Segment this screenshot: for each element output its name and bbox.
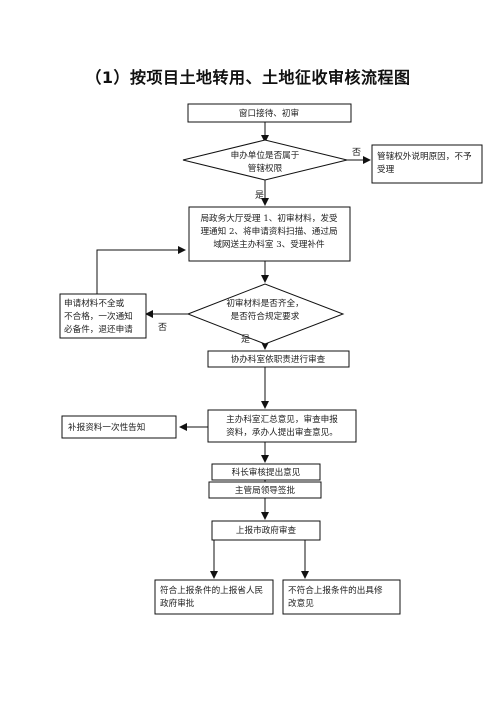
node-materials-line2: 是否符合规定要求 xyxy=(231,310,300,322)
node-materials-line1: 初审材料是否齐全， xyxy=(226,297,303,309)
node-supplement-text: 补报资料一次性告知 xyxy=(68,421,145,433)
node-materials-decision: 初审材料是否齐全， 是否符合规定要求 xyxy=(186,283,345,345)
node-city-text: 上报市政府审查 xyxy=(236,524,297,536)
node-jurisdiction-decision: 申办单位是否属于 管辖权限 xyxy=(182,139,348,181)
node-leader-sign: 主管局领导签批 xyxy=(208,481,322,499)
node-intake-line2: 理通知 2、将申请资料扫描、通过局 xyxy=(200,225,337,237)
node-co-review: 协办科室依职责进行审查 xyxy=(207,350,350,368)
node-out-of-scope-line2: 受理 xyxy=(377,163,395,175)
node-window-text: 窗口接待、初审 xyxy=(239,107,299,119)
connectors xyxy=(96,122,371,579)
node-city-gov: 上报市政府审查 xyxy=(211,520,321,541)
node-not-meet: 不符合上报条件的出具修 改意见 xyxy=(282,579,401,615)
label-no-materials: 否 xyxy=(158,322,167,333)
node-jurisdiction-line2: 管辖权限 xyxy=(248,162,283,174)
node-out-of-scope: 管辖权外说明原因，不予 受理 xyxy=(371,144,483,184)
node-supplement: 补报资料一次性告知 xyxy=(61,415,177,439)
node-notmeet-line2: 改意见 xyxy=(288,597,314,609)
node-lead-line2: 资料，承办人提出审查意见。 xyxy=(226,426,338,438)
node-approve-up: 符合上报条件的上报省人民 政府审批 xyxy=(154,579,274,615)
page-title: （1）按项目土地转用、土地征收审核流程图 xyxy=(85,68,411,87)
node-return-line3: 必备件，退还申请 xyxy=(64,323,133,335)
node-section-chief: 科长审核提出意见 xyxy=(211,463,321,481)
edge-return-loop xyxy=(96,246,186,294)
label-yes-materials: 是 xyxy=(241,334,250,345)
node-intake-line3: 域网送主办科室 3、受理补件 xyxy=(213,238,325,250)
node-return-apply: 申请材料不全或 不合格，一次通知 必备件，退还申请 xyxy=(59,293,147,339)
node-approve-line1: 符合上报条件的上报省人民 xyxy=(160,584,263,596)
node-window: 窗口接待、初审 xyxy=(187,103,352,123)
node-co-review-text: 协办科室依职责进行审查 xyxy=(231,353,326,365)
node-lead-line1: 主办科室汇总意见，审查申报 xyxy=(226,413,338,425)
label-yes-jurisdiction: 是 xyxy=(255,190,264,201)
node-leader-text: 主管局领导签批 xyxy=(235,484,296,496)
label-no-jurisdiction: 否 xyxy=(352,147,361,158)
node-return-line2: 不合格，一次通知 xyxy=(64,310,133,322)
node-approve-line2: 政府审批 xyxy=(160,597,195,609)
node-notmeet-line1: 不符合上报条件的出具修 xyxy=(288,584,383,596)
node-intake-line1: 局政务大厅受理 1、初审材料，发受 xyxy=(200,212,338,224)
node-lead-summary: 主办科室汇总意见，审查申报 资料，承办人提出审查意见。 xyxy=(207,409,357,443)
node-intake: 局政务大厅受理 1、初审材料，发受 理通知 2、将申请资料扫描、通过局 域网送主… xyxy=(188,206,351,262)
node-jurisdiction-line1: 申办单位是否属于 xyxy=(231,149,300,161)
node-chief-text: 科长审核提出意见 xyxy=(232,466,301,478)
node-out-of-scope-line1: 管辖权外说明原因，不予 xyxy=(377,150,472,162)
node-return-line1: 申请材料不全或 xyxy=(64,297,125,309)
